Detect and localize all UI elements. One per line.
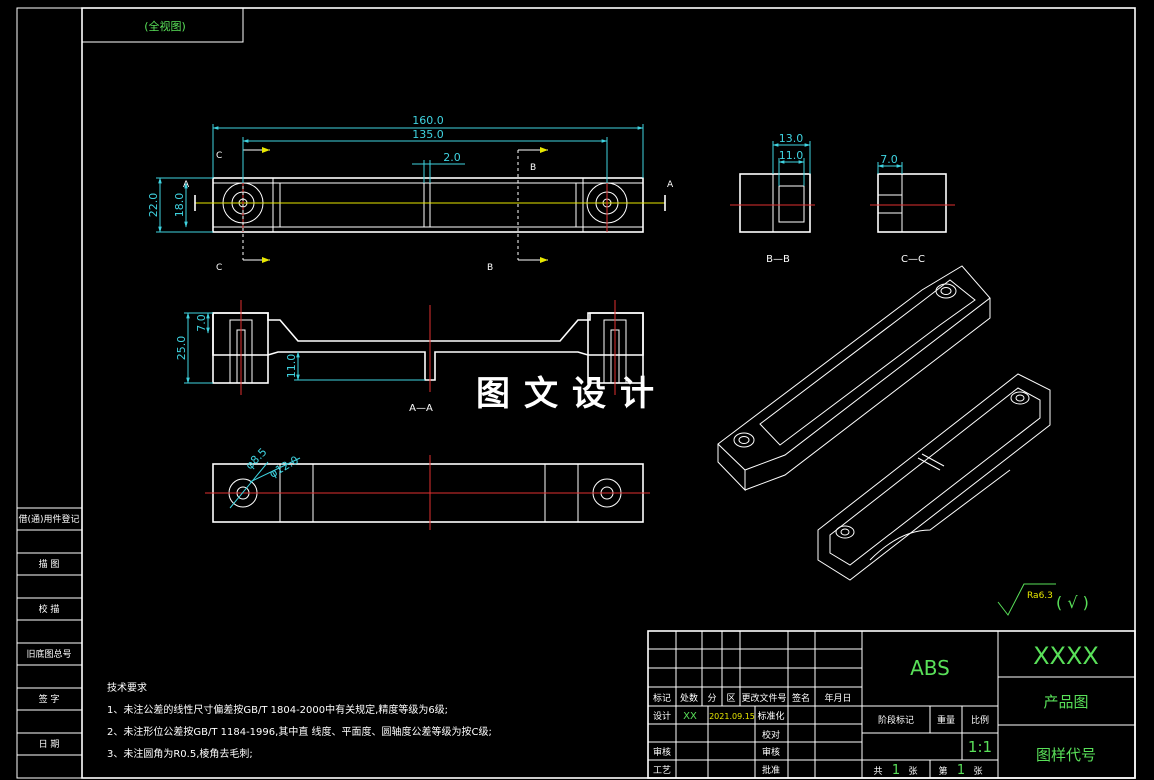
tb-sheet-unit: 张 — [908, 766, 917, 777]
dim-hole-b: φ12.0 — [267, 453, 301, 480]
notes-item-2: 3、未注圆角为R0.5,棱角去毛刺; — [107, 747, 253, 760]
label-aa: A—A — [409, 403, 433, 414]
tb-product-label: 产品图 — [1043, 693, 1088, 711]
tb-sheet-no: 1 — [957, 763, 965, 778]
dim-slot-gap: 2.0 — [443, 151, 461, 164]
isometric-view-upper — [717, 265, 991, 492]
corner-label-box — [81, 7, 244, 43]
tb-design-label: 设计 — [653, 710, 671, 722]
tb-header-5: 签名 — [792, 692, 810, 704]
tb-sheet-no-label: 第 — [938, 765, 947, 777]
dim-aa-25: 25.0 — [175, 336, 188, 361]
section-letter-b-bottom: B — [487, 263, 493, 273]
label-bb: B—B — [766, 254, 790, 265]
tb-designer: XX — [683, 711, 697, 722]
tb-stage-label: 阶段标记 — [878, 714, 914, 726]
tb-code-name: XXXX — [1033, 642, 1099, 670]
dim-aa-7: 7.0 — [195, 314, 208, 332]
tb-header-0: 标记 — [653, 692, 671, 704]
tb-scale-label: 比例 — [971, 714, 989, 726]
left-cell-5: 日 期 — [39, 739, 60, 750]
tb-header-1: 处数 — [680, 692, 698, 704]
dim-overall-length: 160.0 — [412, 114, 444, 127]
dim-hole-a: φ8.5 — [243, 445, 270, 472]
label-cc: C—C — [901, 254, 925, 265]
inner-frame — [81, 7, 1136, 779]
roughness-value: Ra6.3 — [1027, 591, 1053, 601]
tb-header-3: 区 — [726, 693, 735, 704]
section-letter-b-top: B — [530, 163, 536, 173]
tb-scale: 1:1 — [968, 738, 992, 756]
section-letter-c-bottom: C — [216, 263, 222, 273]
left-cell-2: 校 描 — [39, 603, 60, 615]
dim-height-18: 18.0 — [173, 193, 186, 218]
section-cc: 7.0 C—C — [870, 153, 955, 265]
isometric-view-lower — [817, 373, 1051, 581]
tb-review: 审核 — [653, 746, 671, 758]
tb-proofread: 校对 — [762, 729, 780, 741]
roughness-symbol: Ra6.3 ( √ ) — [997, 583, 1089, 616]
tb-header-2: 分 — [707, 693, 716, 704]
watermark: 图文设计 — [476, 374, 668, 414]
tb-date: 2021.09.15 — [709, 712, 755, 721]
tb-sheet-unit2: 张 — [973, 766, 982, 777]
tb-header-6: 年月日 — [824, 692, 851, 704]
notes-item-1: 2、未注形位公差按GB/T 1184-1996,其中直 线度、平面度、圆轴度公差… — [107, 725, 492, 738]
notes-title: 技术要求 — [107, 681, 147, 694]
tb-audit: 审核 — [762, 746, 780, 758]
dim-aa-11: 11.0 — [285, 354, 298, 379]
tb-standardization: 标准化 — [757, 710, 784, 722]
left-cell-1: 描 图 — [39, 558, 60, 570]
dim-bb-11: 11.0 — [779, 149, 804, 162]
tb-sheets-total: 1 — [892, 763, 900, 778]
bottom-view: φ8.5 φ12.0 — [205, 445, 650, 530]
tb-drawing-code-label: 图样代号 — [1036, 746, 1096, 764]
tb-header-4: 更改文件号 — [741, 692, 786, 704]
corner-label: (全视图) — [144, 19, 186, 33]
section-letter-c-top: C — [216, 151, 222, 161]
dim-hole-spacing: 135.0 — [412, 128, 444, 141]
top-view: C C B B A A — [183, 147, 674, 273]
title-block: 标记 处数 分 区 更改文件号 签名 年月日 设计 XX 2021.09.15 … — [647, 630, 1136, 779]
section-letter-a-right: A — [667, 180, 674, 190]
left-cell-3: 旧底图总号 — [26, 648, 71, 660]
top-view-dimensions: 160.0 135.0 2.0 22.0 18.0 — [147, 114, 644, 233]
tb-weight-label: 重量 — [937, 714, 955, 726]
dim-bb-13: 13.0 — [779, 132, 804, 145]
left-cell-0: 借(通)用件登记 — [18, 513, 79, 525]
section-aa: 25.0 7.0 11.0 A—A — [175, 300, 644, 414]
left-cell-4: 签 字 — [39, 693, 60, 705]
tb-approve: 批准 — [762, 764, 780, 776]
dim-cc-7: 7.0 — [880, 153, 898, 166]
tb-sheets-total-label: 共 — [873, 766, 882, 777]
left-column: 借(通)用件登记 描 图 校 描 旧底图总号 签 字 日 期 — [16, 507, 83, 779]
roughness-mark: ( √ ) — [1056, 593, 1089, 612]
dim-height-22: 22.0 — [147, 193, 160, 218]
technical-notes: 技术要求 1、未注公差的线性尺寸偏差按GB/T 1804-2000中有关规定,精… — [107, 681, 492, 760]
tb-process: 工艺 — [653, 765, 671, 776]
section-bb: 13.0 11.0 B—B — [730, 132, 815, 265]
notes-item-0: 1、未注公差的线性尺寸偏差按GB/T 1804-2000中有关规定,精度等级为6… — [107, 703, 448, 716]
tb-material: ABS — [910, 656, 950, 680]
